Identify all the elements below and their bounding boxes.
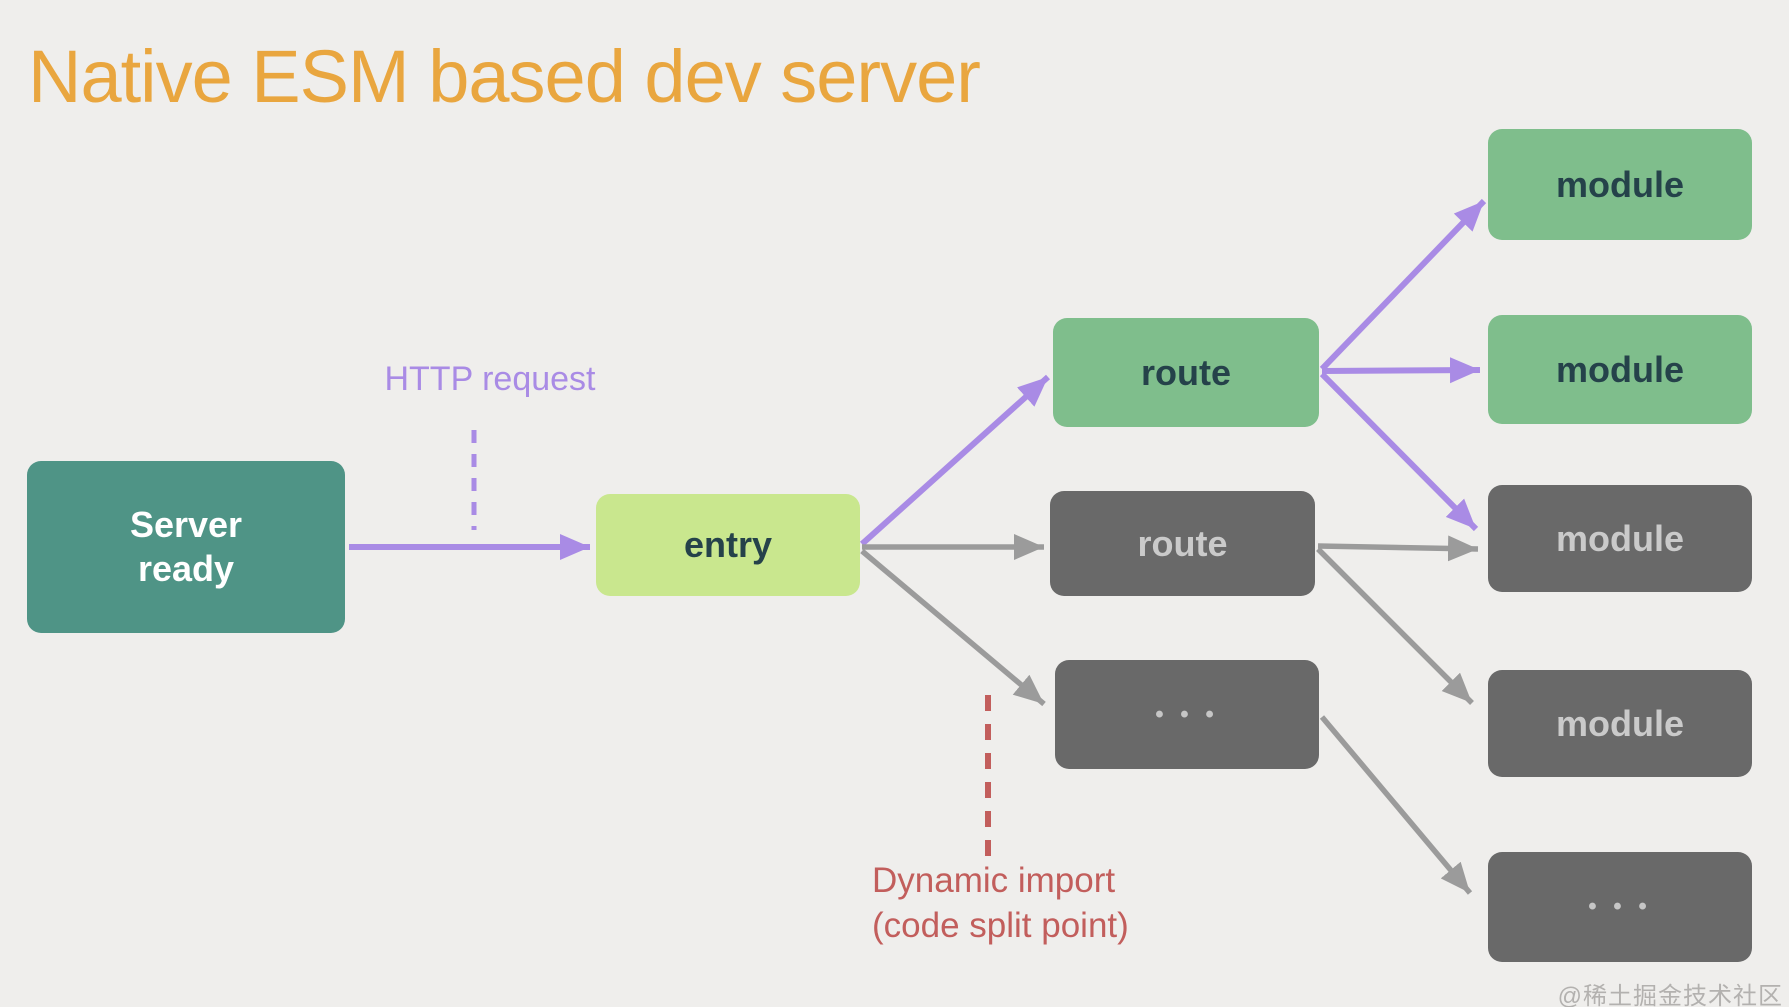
node-route-green: route [1053,318,1319,427]
http-request-label: HTTP request [384,360,596,398]
node-route-gray: route [1050,491,1315,596]
node-entry: entry [596,494,860,596]
arrow-entry-to-routes-more [860,548,1046,707]
arrow-route-to-module-mid [1321,357,1481,384]
arrow-route-to-module-gray1 [1319,371,1479,532]
node-modules-more: • • • [1488,852,1752,962]
arrow-route-to-module-top [1319,198,1487,372]
watermark: @稀土掘金技术社区 [1557,983,1783,1007]
node-server-ready: Server ready [27,461,345,633]
page-title: Native ESM based dev server [28,35,981,118]
dynamic-import-label: Dynamic import (code split point) [872,861,1129,945]
arrow-entry-to-route-green [859,374,1051,547]
arrow-routes-more-to-modules-more [1319,715,1473,895]
arrow-route-gray-to-module-gray1 [1317,535,1479,562]
node-routes-more: • • • [1055,660,1319,769]
arrow-route-gray-to-module-gray2 [1316,547,1474,705]
node-module-gray-1: module [1488,485,1752,592]
node-module-mid: module [1488,315,1752,424]
node-module-top: module [1488,129,1752,240]
node-module-gray-2: module [1488,670,1752,777]
